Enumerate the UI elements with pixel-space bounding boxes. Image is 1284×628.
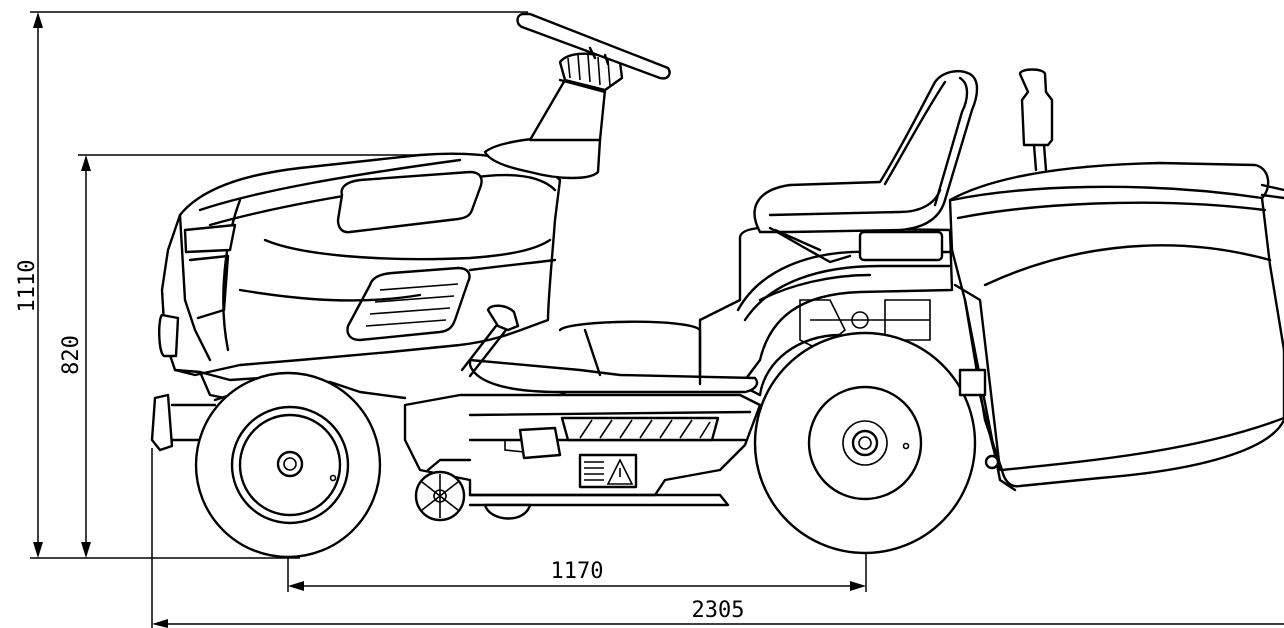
- overall-height-label: 1110: [15, 260, 40, 313]
- wheelbase-label: 1170: [551, 559, 604, 584]
- overall-length-label: 2305: [692, 598, 745, 623]
- chassis: [403, 383, 762, 507]
- deck-vent: [560, 416, 720, 442]
- dimension-seat-height: 820: [59, 154, 420, 558]
- rear-hitch: [958, 368, 1000, 470]
- grass-catcher: [948, 161, 1284, 492]
- rear-wheel: [753, 331, 977, 555]
- rear-body: [698, 226, 954, 386]
- footboard: [468, 320, 759, 394]
- seat-height-label: 820: [59, 335, 84, 375]
- dimension-overall-length: 2305: [151, 448, 1284, 628]
- caster-wheel-front: [414, 458, 472, 522]
- steering-column: [483, 12, 671, 180]
- warning-label: [578, 453, 638, 489]
- rear-lever: [1018, 68, 1054, 172]
- seat: [753, 70, 979, 264]
- front-bumper: [150, 393, 217, 452]
- caster-wheel-rear: [483, 503, 532, 520]
- control-lever: [460, 304, 520, 378]
- dimension-overall-height: 1110: [15, 11, 528, 559]
- hood: [158, 152, 562, 402]
- front-wheel: [194, 371, 407, 559]
